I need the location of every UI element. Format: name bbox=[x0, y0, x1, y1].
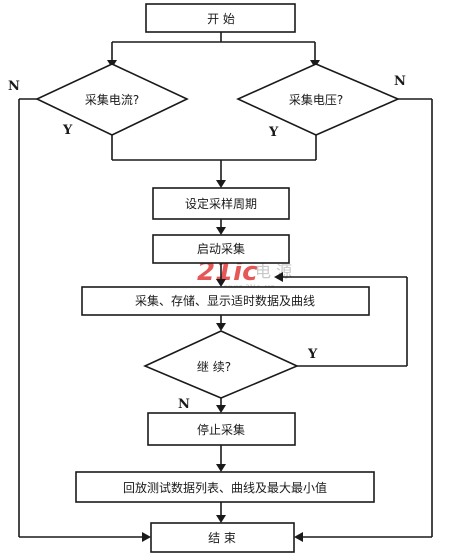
branch-continue-no: N bbox=[178, 397, 190, 412]
branch-voltage-yes: Y bbox=[268, 125, 279, 140]
node-playback: 回放测试数据列表、曲线及最大最小值 bbox=[75, 471, 375, 503]
node-start: 开 始 bbox=[145, 3, 296, 33]
arrowheads bbox=[107, 60, 320, 542]
node-stop-acq: 停止采集 bbox=[147, 412, 296, 446]
node-start-label: 开 始 bbox=[207, 12, 235, 26]
decision-continue-label: 继 续? bbox=[197, 360, 231, 374]
node-acquire-store-label: 采集、存储、显示适时数据及曲线 bbox=[135, 293, 315, 308]
watermark-logo-cn: 电 源 bbox=[255, 262, 292, 281]
decision-current-label: 采集电流? bbox=[85, 92, 139, 107]
node-start-acq: 启动采集 bbox=[152, 234, 290, 264]
branch-voltage-no: N bbox=[394, 74, 406, 89]
node-set-period-label: 设定采样周期 bbox=[185, 196, 257, 211]
branch-current-no: N bbox=[8, 79, 20, 94]
node-set-period: 设定采样周期 bbox=[152, 187, 290, 220]
branch-labels: N Y Y N Y N bbox=[8, 74, 406, 412]
node-end-label: 结 束 bbox=[208, 531, 236, 545]
decision-voltage: 采集电压? bbox=[236, 63, 401, 136]
node-stop-acq-label: 停止采集 bbox=[197, 422, 245, 437]
node-playback-label: 回放测试数据列表、曲线及最大最小值 bbox=[123, 480, 327, 495]
branch-current-yes: Y bbox=[62, 123, 73, 138]
connectors bbox=[18, 32, 433, 538]
decision-continue: 继 续? bbox=[143, 330, 299, 399]
node-start-acq-label: 启动采集 bbox=[197, 241, 245, 256]
node-end: 结 束 bbox=[150, 522, 295, 553]
node-acquire-store: 采集、存储、显示适时数据及曲线 bbox=[81, 286, 370, 316]
decision-current: 采集电流? bbox=[35, 63, 189, 136]
branch-continue-yes: Y bbox=[307, 347, 318, 362]
decision-voltage-label: 采集电压? bbox=[289, 92, 343, 107]
